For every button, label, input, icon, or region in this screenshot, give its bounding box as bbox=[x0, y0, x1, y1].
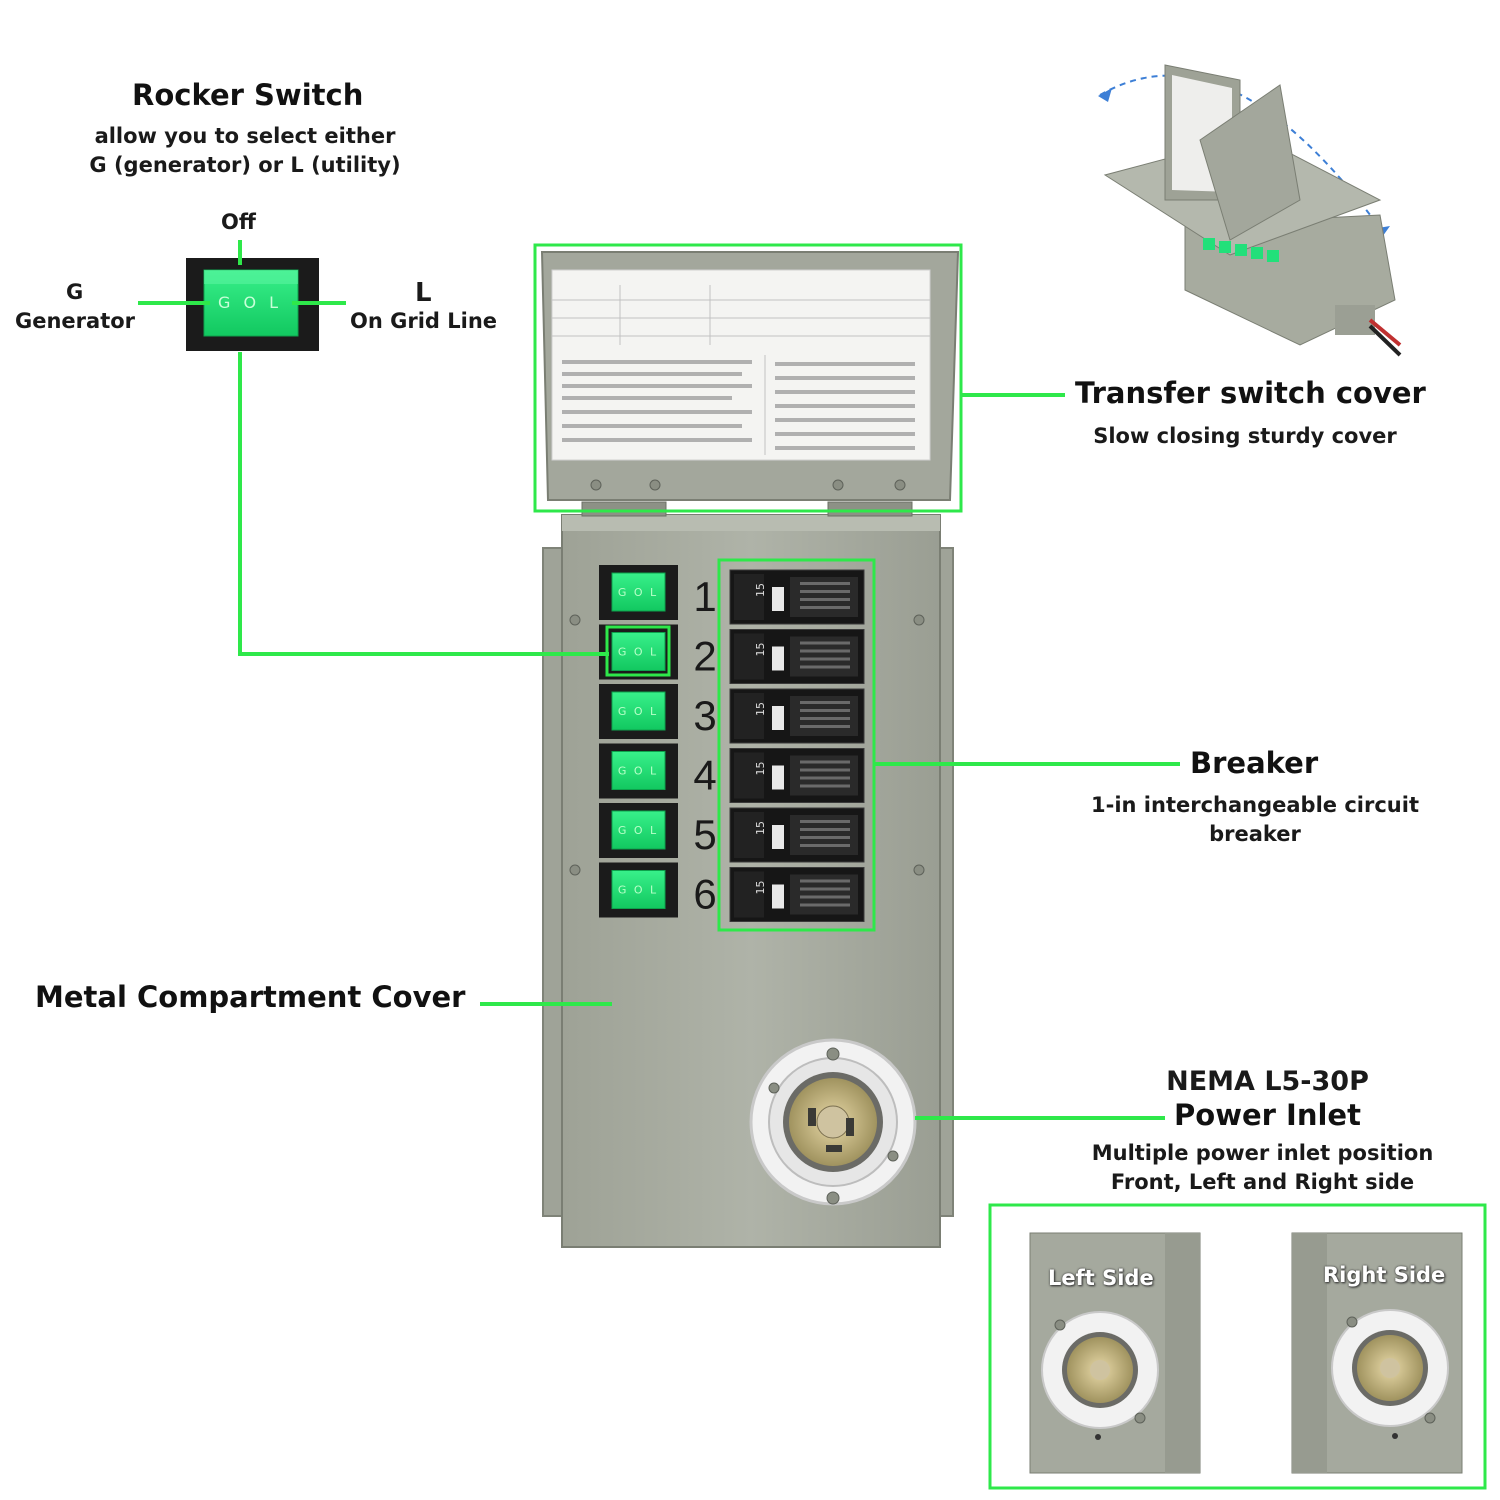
rocker-switch-title: Rocker Switch bbox=[132, 78, 364, 112]
left-side-label: Left Side bbox=[1048, 1266, 1154, 1290]
rocker-switch-desc-1: allow you to select either bbox=[94, 124, 396, 148]
circuit-rocker-switch[interactable]: G O L bbox=[599, 565, 678, 620]
rocker-face-text: G O L bbox=[618, 586, 658, 599]
circuit-number: 6 bbox=[693, 871, 716, 918]
circuit-breaker[interactable]: 15 bbox=[729, 807, 865, 863]
breaker-stack: 15 15 15 15 15 15 bbox=[729, 569, 865, 922]
front-power-inlet bbox=[749, 1038, 917, 1206]
right-side-label: Right Side bbox=[1323, 1263, 1446, 1287]
rocker-face-text: G O L bbox=[618, 765, 658, 778]
breaker-callout-box bbox=[717, 558, 876, 932]
breaker-rating: 15 bbox=[754, 583, 767, 597]
transfer-cover-desc: Slow closing sturdy cover bbox=[1093, 424, 1397, 448]
circuit-breaker[interactable]: 15 bbox=[729, 748, 865, 803]
breaker-desc-2: breaker bbox=[1209, 822, 1301, 846]
breaker-rating: 15 bbox=[754, 821, 767, 835]
circuit-breaker[interactable]: 15 bbox=[729, 688, 865, 744]
rocker-l-label: On Grid Line bbox=[350, 309, 498, 333]
breaker-rating: 15 bbox=[754, 881, 767, 895]
hinge-right bbox=[827, 501, 913, 517]
circuit-breaker[interactable]: 15 bbox=[729, 569, 865, 625]
transfer-cover-title: Transfer switch cover bbox=[1075, 376, 1426, 410]
circuit-number: 5 bbox=[693, 811, 716, 858]
right-side-view bbox=[1291, 1232, 1463, 1474]
rocker-switch-desc-2: G (generator) or L (utility) bbox=[89, 153, 401, 177]
breaker-title: Breaker bbox=[1190, 746, 1319, 780]
breaker-rating: 15 bbox=[754, 702, 767, 716]
opened-cover-illustration bbox=[1098, 64, 1402, 357]
circuit-number: 4 bbox=[693, 752, 716, 799]
rocker-face-text: G O L bbox=[218, 293, 282, 312]
circuit-number-column: 1 2 3 4 5 6 bbox=[693, 573, 716, 918]
rocker-face-text: G O L bbox=[618, 646, 658, 659]
rocker-face-text: G O L bbox=[618, 705, 658, 718]
compartment-title: Metal Compartment Cover bbox=[35, 980, 466, 1014]
rocker-face-text: G O L bbox=[618, 824, 658, 837]
circuit-number: 3 bbox=[693, 692, 716, 739]
inlet-desc-2: Front, Left and Right side bbox=[1110, 1170, 1415, 1194]
circuit-number: 1 bbox=[693, 573, 716, 620]
circuit-breaker[interactable]: 15 bbox=[729, 629, 865, 684]
inlet-title-1: NEMA L5-30P bbox=[1166, 1066, 1369, 1097]
breaker-rating: 15 bbox=[754, 643, 767, 657]
rocker-switch-column: G O L G O L G O L G O L G O L G O L bbox=[599, 565, 678, 918]
circuit-number: 2 bbox=[693, 633, 716, 680]
left-side-view bbox=[1029, 1232, 1201, 1474]
circuit-rocker-switch[interactable]: G O L bbox=[599, 684, 678, 739]
cover-callout-box bbox=[533, 243, 963, 513]
hinge-left bbox=[581, 501, 667, 517]
circuit-rocker-switch[interactable]: G O L bbox=[599, 624, 678, 680]
rocker-face-text: G O L bbox=[618, 884, 658, 897]
rocker-g-letter: G bbox=[66, 280, 84, 304]
circuit-rocker-switch[interactable]: G O L bbox=[599, 862, 678, 918]
side-views-box bbox=[988, 1203, 1487, 1490]
breaker-desc-1: 1-in interchangeable circuit bbox=[1091, 793, 1419, 817]
circuit-rocker-switch[interactable]: G O L bbox=[599, 803, 678, 858]
inlet-title-2: Power Inlet bbox=[1174, 1098, 1361, 1132]
circuit-breaker[interactable]: 15 bbox=[729, 867, 865, 922]
circuit-rocker-switch[interactable]: G O L bbox=[599, 743, 678, 799]
breaker-rating: 15 bbox=[754, 762, 767, 776]
switch-callout-box bbox=[605, 625, 671, 677]
rocker-g-label: Generator bbox=[15, 309, 136, 333]
inlet-desc-1: Multiple power inlet position bbox=[1091, 1141, 1434, 1165]
rocker-l-letter: L bbox=[415, 278, 432, 308]
rocker-off-label: Off bbox=[221, 210, 256, 234]
